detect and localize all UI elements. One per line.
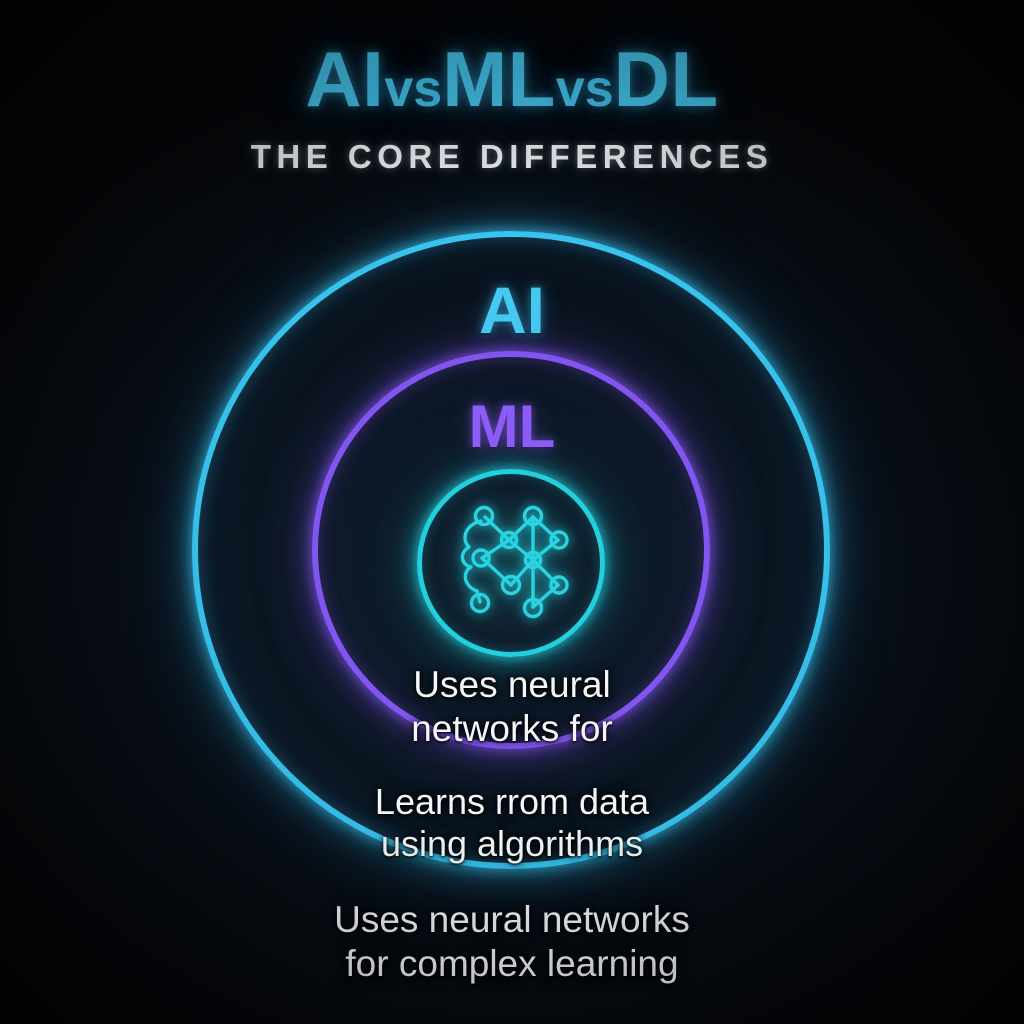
description-ai-line-2: for complex learning [345,942,679,984]
description-dl: Uses neural networks for [0,663,1024,750]
title-segment-ml: ML [442,35,556,123]
description-dl-line-2: networks for [411,707,613,749]
ring-label-ml: ML [468,393,556,460]
ring-label-ai: AI [479,273,545,347]
header: AIvsMLvsDL THE CORE DIFFERENCES [0,0,1024,176]
title-separator-1: vs [384,60,443,118]
description-ml-line-1: Learns rrom data [374,781,650,822]
title-separator-2: vs [555,60,614,118]
description-ml-line-2: using algorithms [380,823,644,865]
title-segment-ai: AI [305,35,385,123]
title-segment-dl: DL [613,35,719,123]
neural-network-icon [460,505,569,619]
description-ai: Uses neural networks for complex learnin… [0,898,1024,985]
page-subtitle: THE CORE DIFFERENCES [250,137,774,175]
description-ai-line-1: Uses neural networks [334,899,690,940]
description-dl-line-1: Uses neural [413,664,611,705]
page-title: AIvsMLvsDL [0,0,1024,120]
description-ml: Learns rrom data using algorithms [0,781,1024,866]
